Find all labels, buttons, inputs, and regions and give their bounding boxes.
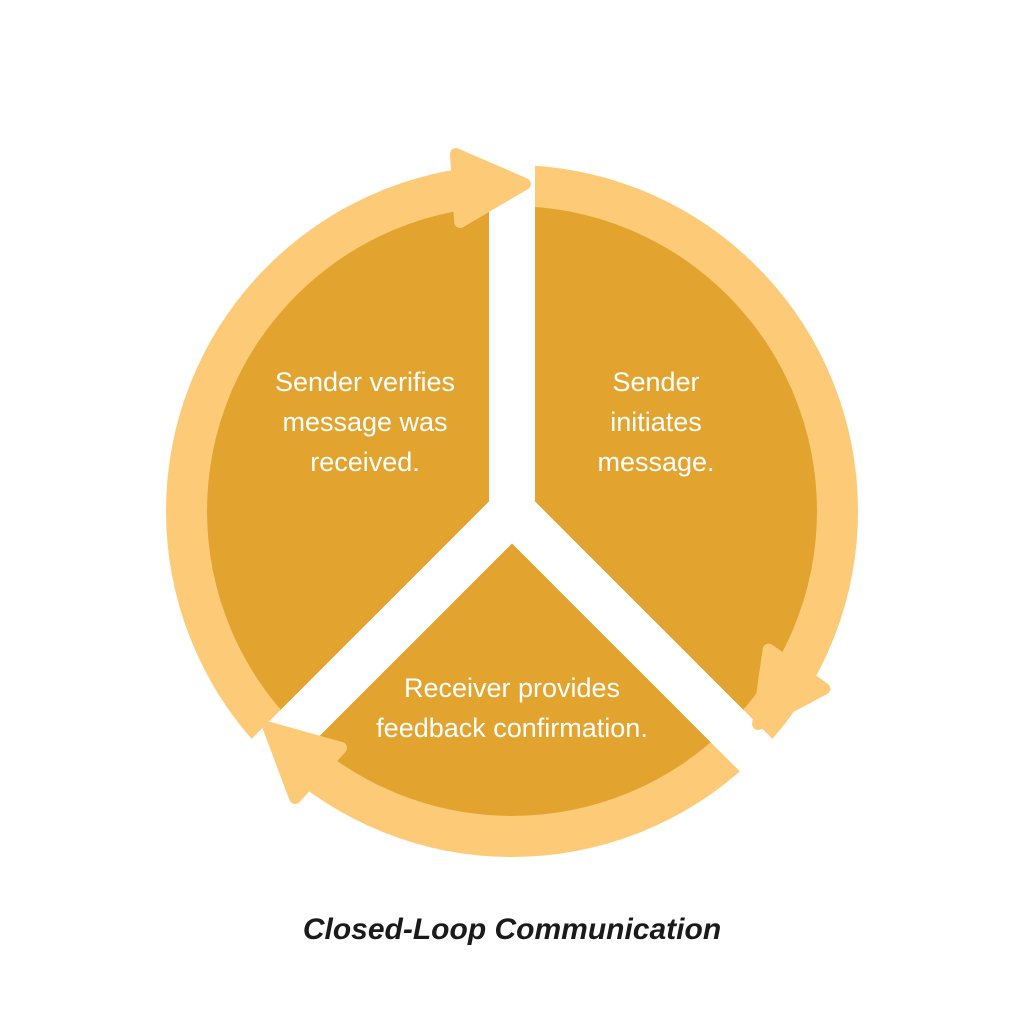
divider-bottom-left xyxy=(227,483,540,796)
flow-arrowhead-top-icon xyxy=(449,148,531,229)
flow-arrowhead-bottom-left-icon xyxy=(262,721,348,805)
divider-bottom-right xyxy=(484,483,797,796)
flow-arrowheads xyxy=(262,148,831,805)
diagram-title: Closed-Loop Communication xyxy=(302,913,722,946)
flow-arrowhead-bottom-right-icon xyxy=(752,643,831,731)
segment-dividers xyxy=(227,131,797,796)
